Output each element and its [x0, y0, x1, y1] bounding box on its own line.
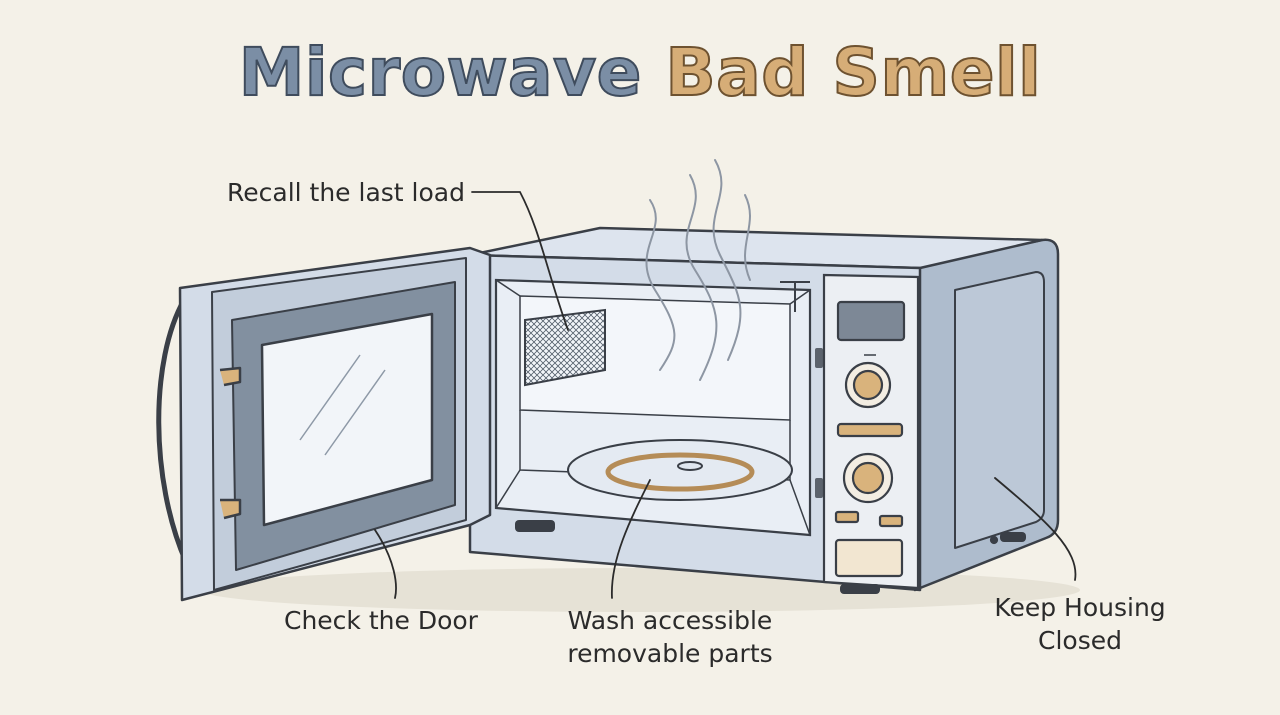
control-panel [822, 273, 999, 590]
title-word-microwave: Microwave [238, 34, 643, 111]
label-check-door: Check the Door [284, 606, 478, 635]
label-recall-last-load: Recall the last load [227, 178, 465, 207]
knob-icon [842, 452, 894, 504]
label-wash-line2: removable parts [567, 639, 773, 668]
label-housing-line2: Closed [1038, 626, 1122, 655]
leader-housing [994, 477, 1077, 581]
label-keep-housing-closed: Keep Housing Closed [985, 591, 1175, 657]
page-title: Microwave Bad Smell [0, 39, 1280, 107]
leader-recall [471, 191, 569, 331]
leader-wash [611, 479, 651, 599]
waveguide-cover [524, 308, 606, 387]
title-word-bad-smell: Bad Smell [664, 34, 1042, 111]
leader-door [374, 529, 397, 599]
callout-leaders [374, 191, 1077, 599]
label-wash-line1: Wash accessible [567, 606, 773, 635]
turntable-icon [567, 439, 793, 501]
label-housing-line1: Keep Housing [994, 593, 1166, 622]
label-wash-parts: Wash accessible removable parts [560, 604, 780, 670]
knob-icon [844, 361, 892, 409]
microwave-door [156, 246, 492, 602]
display-screen [836, 300, 906, 342]
door-latch-slots [815, 348, 823, 498]
feet [515, 520, 1026, 594]
steam-icon [645, 159, 751, 381]
